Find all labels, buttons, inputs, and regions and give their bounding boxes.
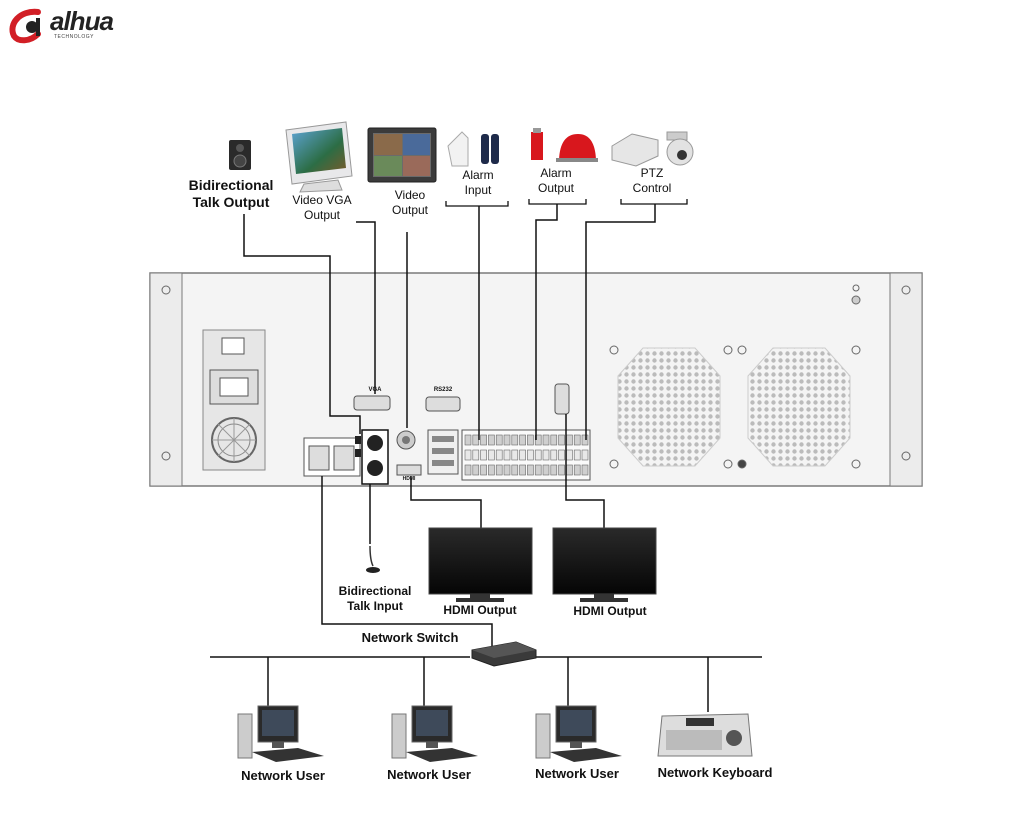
terminal-pin [473, 450, 479, 460]
terminal-pin [551, 450, 557, 460]
computer-icon [238, 706, 324, 762]
terminal-pin [512, 450, 518, 460]
terminal-pin [543, 435, 549, 445]
terminal-pin [535, 450, 541, 460]
terminal-pin [496, 435, 502, 445]
terminal-pin [551, 435, 557, 445]
terminal-pin [582, 435, 588, 445]
vga-output-label: Video VGA Output [282, 193, 362, 223]
terminal-pin [582, 465, 588, 475]
network-user-label-1: Network User [218, 768, 348, 783]
terminal-pin [496, 465, 502, 475]
terminal-pin [488, 465, 494, 475]
hdmi-output-label-1: HDMI Output [430, 603, 530, 618]
terminal-pin [527, 435, 533, 445]
terminal-pin [574, 435, 580, 445]
terminal-pin [574, 465, 580, 475]
terminal-pin [559, 435, 565, 445]
terminal-pin [574, 450, 580, 460]
terminal-pin [465, 435, 471, 445]
hdmi-port-label: HDMI [396, 476, 422, 483]
talk-output-label: Bidirectional Talk Output [176, 177, 286, 211]
speaker-icon [229, 140, 251, 170]
video-monitor-icon [368, 128, 436, 182]
terminal-pin [496, 450, 502, 460]
network-switch-label: Network Switch [340, 630, 480, 645]
terminal-pin [520, 465, 526, 475]
lcd-monitor-icon [429, 528, 532, 602]
crt-monitor-icon [286, 122, 352, 192]
terminal-pin [473, 435, 479, 445]
video-output-label: Video Output [380, 188, 440, 218]
terminal-pin [473, 465, 479, 475]
microphone-icon [366, 546, 380, 573]
terminal-pin [543, 450, 549, 460]
vga-port-label: VGA [362, 386, 388, 394]
ptz-camera-icon [612, 132, 693, 166]
terminal-pin [566, 465, 572, 475]
ptz-control-label: PTZ Control [620, 166, 684, 196]
terminal-pin [465, 450, 471, 460]
terminal-pin [481, 450, 487, 460]
terminal-pin [504, 450, 510, 460]
talk-input-label: Bidirectional Talk Input [330, 584, 420, 614]
alarm-output-label: Alarm Output [528, 166, 584, 196]
terminal-pin [520, 435, 526, 445]
terminal-pin [512, 465, 518, 475]
computer-icon [392, 706, 478, 762]
terminal-pin [559, 450, 565, 460]
terminal-pin [481, 435, 487, 445]
terminal-pin [504, 465, 510, 475]
network-keyboard-icon [658, 714, 752, 756]
alarm-siren-icon [531, 128, 598, 162]
computer-icon [536, 706, 622, 762]
terminal-pin [566, 450, 572, 460]
terminal-pin [481, 465, 487, 475]
terminal-pin [527, 465, 533, 475]
network-keyboard-label: Network Keyboard [640, 765, 790, 780]
rs232-port-label: RS232 [428, 386, 458, 394]
lcd-monitor-icon [553, 528, 656, 602]
terminal-pin [527, 450, 533, 460]
network-user-label-2: Network User [364, 767, 494, 782]
terminal-pin [551, 465, 557, 475]
terminal-pin [559, 465, 565, 475]
alarm-sensor-icon [448, 132, 499, 166]
terminal-pin [488, 450, 494, 460]
alarm-input-label: Alarm Input [450, 168, 506, 198]
terminal-pin [566, 435, 572, 445]
terminal-pin [520, 450, 526, 460]
hdmi-output-label-2: HDMI Output [560, 604, 660, 619]
terminal-pin [465, 465, 471, 475]
terminal-pin [582, 450, 588, 460]
terminal-pin [512, 435, 518, 445]
network-user-label-3: Network User [512, 766, 642, 781]
terminal-pin [543, 465, 549, 475]
terminal-pin [504, 435, 510, 445]
terminal-pin [488, 435, 494, 445]
network-switch-icon [472, 642, 536, 666]
terminal-pin [535, 465, 541, 475]
